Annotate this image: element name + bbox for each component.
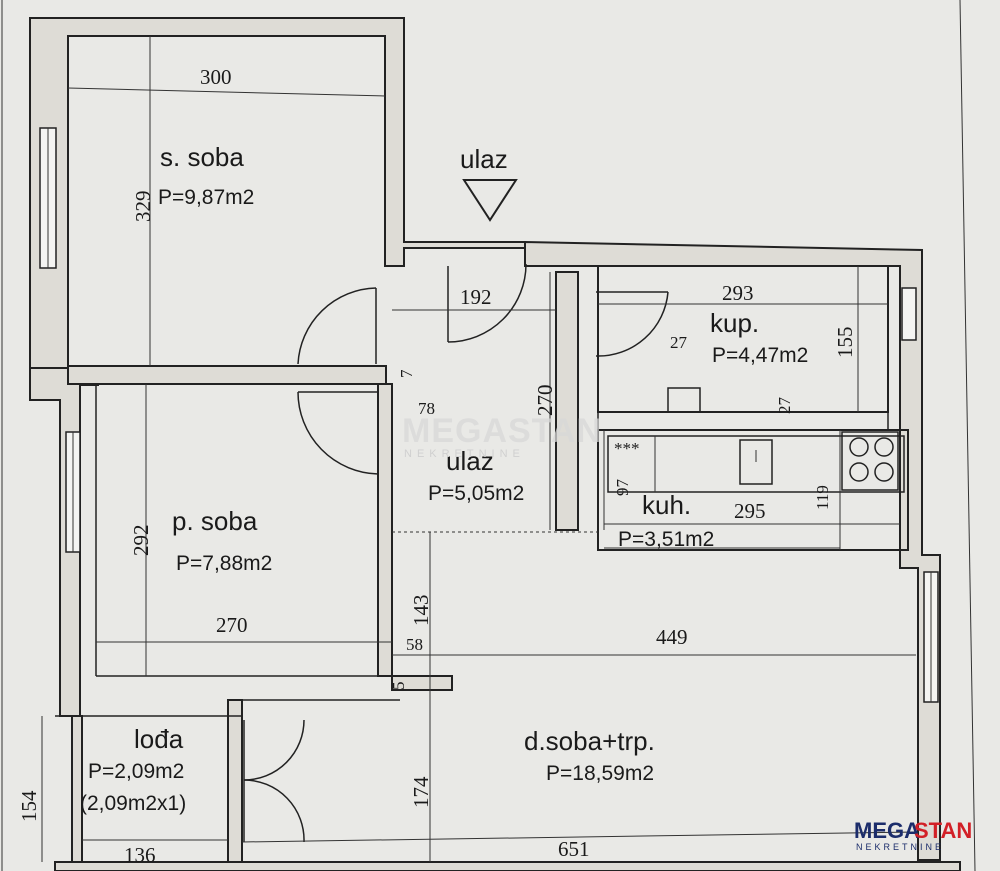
dim-174: 174: [409, 776, 433, 808]
burner-icon: [849, 462, 869, 482]
room-name-kuh: kuh.: [642, 490, 691, 520]
dim-329: 329: [131, 191, 155, 223]
doors: [243, 263, 669, 843]
interior-walls: [55, 265, 909, 863]
dim-7: 7: [397, 369, 416, 378]
watermark-brand: MEGASTAN: [402, 412, 602, 450]
dim-292: 292: [129, 525, 153, 557]
dim-270-ulaz: 270: [533, 385, 557, 417]
dimension-lines: [41, 36, 919, 862]
dim-27-horizontal: 27: [670, 333, 688, 352]
stove: [841, 431, 899, 491]
room-area-kuh: P=3,51m2: [618, 528, 714, 551]
dim-651: 651: [558, 837, 590, 861]
room-area-d-soba: P=18,59m2: [546, 762, 654, 785]
door-swing-p-soba: [297, 391, 379, 475]
window-kup: [901, 287, 917, 341]
door-swing-entrance: [447, 263, 527, 343]
door-swing-s-soba: [297, 287, 377, 365]
dim-5: 5: [389, 682, 408, 691]
dim-192: 192: [460, 285, 492, 309]
room-area-loda: P=2,09m2: [88, 760, 184, 783]
room-name-p-soba: p. soba: [172, 506, 258, 536]
room-name-s-soba: s. soba: [160, 142, 244, 172]
door-swing-kup: [595, 291, 669, 357]
logo-sub: NEKRETNINE: [856, 842, 944, 852]
dim-97: 97: [613, 479, 632, 497]
room-name-ulaz: ulaz: [446, 446, 494, 476]
room-name-d-soba: d.soba+trp.: [524, 726, 655, 756]
dim-155: 155: [833, 327, 857, 359]
entrance-label: ulaz: [460, 144, 508, 174]
dim-154: 154: [17, 790, 41, 822]
room-area-s-soba: P=9,87m2: [158, 186, 254, 209]
burner-icon: [849, 437, 869, 457]
logo-part-stan: STAN: [914, 818, 972, 843]
dim-136: 136: [124, 843, 156, 867]
dim-58: 58: [406, 635, 423, 654]
sink: [739, 439, 773, 485]
room-area-kup: P=4,47m2: [712, 344, 808, 367]
company-logo: MEGA STAN NEKRETNINE: [854, 818, 972, 852]
burner-icon: [874, 437, 894, 457]
room-note-loda: (2,09m2x1): [80, 792, 186, 815]
logo-part-mega: MEGA: [854, 818, 920, 843]
room-area-p-soba: P=7,88m2: [176, 552, 272, 575]
dim-143: 143: [409, 595, 433, 627]
room-area-ulaz: P=5,05m2: [428, 482, 524, 505]
stove-symbol: ***: [614, 439, 640, 458]
dim-27-vertical: 27: [775, 397, 794, 415]
dim-300: 300: [200, 65, 232, 89]
dim-270-p-soba: 270: [216, 613, 248, 637]
burner-icon: [874, 462, 894, 482]
dim-293: 293: [722, 281, 754, 305]
paper-edge-right: [959, 0, 976, 871]
room-name-kup: kup.: [710, 308, 759, 338]
entrance-arrow-icon: [462, 179, 518, 222]
dim-449: 449: [656, 625, 688, 649]
dim-119: 119: [813, 485, 832, 510]
room-name-loda: lođa: [134, 724, 184, 754]
dim-78: 78: [418, 399, 435, 418]
door-swing-loda-upper: [243, 719, 305, 781]
door-swing-loda-lower: [243, 779, 305, 843]
dim-295: 295: [734, 499, 766, 523]
watermark-sub: NEKRETNINE: [404, 448, 525, 460]
